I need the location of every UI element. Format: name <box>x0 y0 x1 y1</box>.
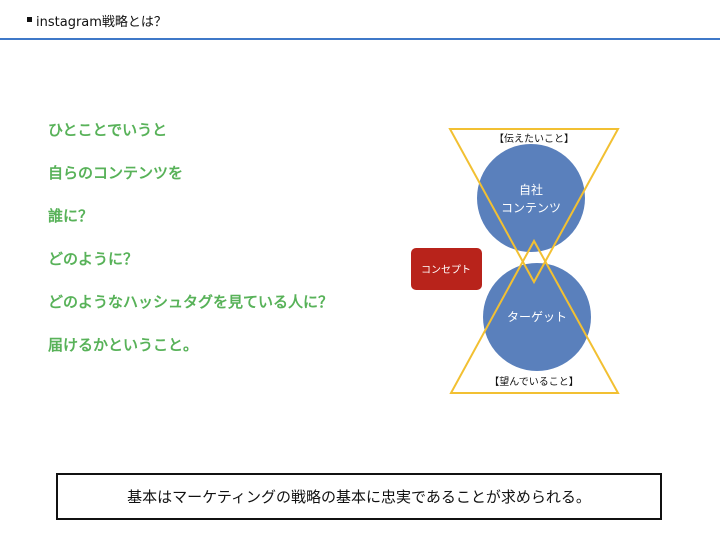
top-circle-label-line2: コンテンツ <box>501 201 561 215</box>
point-item: ひとことでいうと <box>48 121 168 139</box>
company-content-circle <box>477 144 585 252</box>
bullet-square-icon <box>27 17 32 22</box>
bottom-triangle <box>449 238 620 394</box>
summary-box: 基本はマーケティングの戦略の基本に忠実であることが求められる。 <box>56 473 662 520</box>
target-circle-label: ターゲット <box>507 310 567 324</box>
point-item: 自らのコンテンツを <box>48 164 184 182</box>
top-circle-label-line1: 自社 <box>519 182 543 197</box>
concept-diagram: 【伝えたいこと】 自社 コンテンツ コンセプト ターゲット 【望んでいること】 <box>411 128 620 394</box>
point-item: どのように？ <box>48 250 139 268</box>
slide-title: instagram戦略とは？ <box>36 15 167 30</box>
concept-label: コンセプト <box>421 264 471 276</box>
summary-text: 基本はマーケティングの戦略の基本に忠実であることが求められる。 <box>127 488 591 506</box>
top-triangle <box>448 128 620 285</box>
target-circle <box>483 263 591 371</box>
point-item: 届けるかということ。 <box>48 336 199 354</box>
point-item: 誰に？ <box>48 207 94 225</box>
concept-box <box>411 248 482 290</box>
point-item: どのようなハッシュタグを見ている人に？ <box>48 293 334 311</box>
bottom-label: 【望んでいること】 <box>489 375 579 388</box>
slide-header: instagram戦略とは？ <box>0 0 720 40</box>
key-points-list: ひとことでいうと 自らのコンテンツを 誰に？ どのように？ どのようなハッシュタ… <box>48 119 333 377</box>
top-label: 【伝えたいこと】 <box>494 133 574 145</box>
